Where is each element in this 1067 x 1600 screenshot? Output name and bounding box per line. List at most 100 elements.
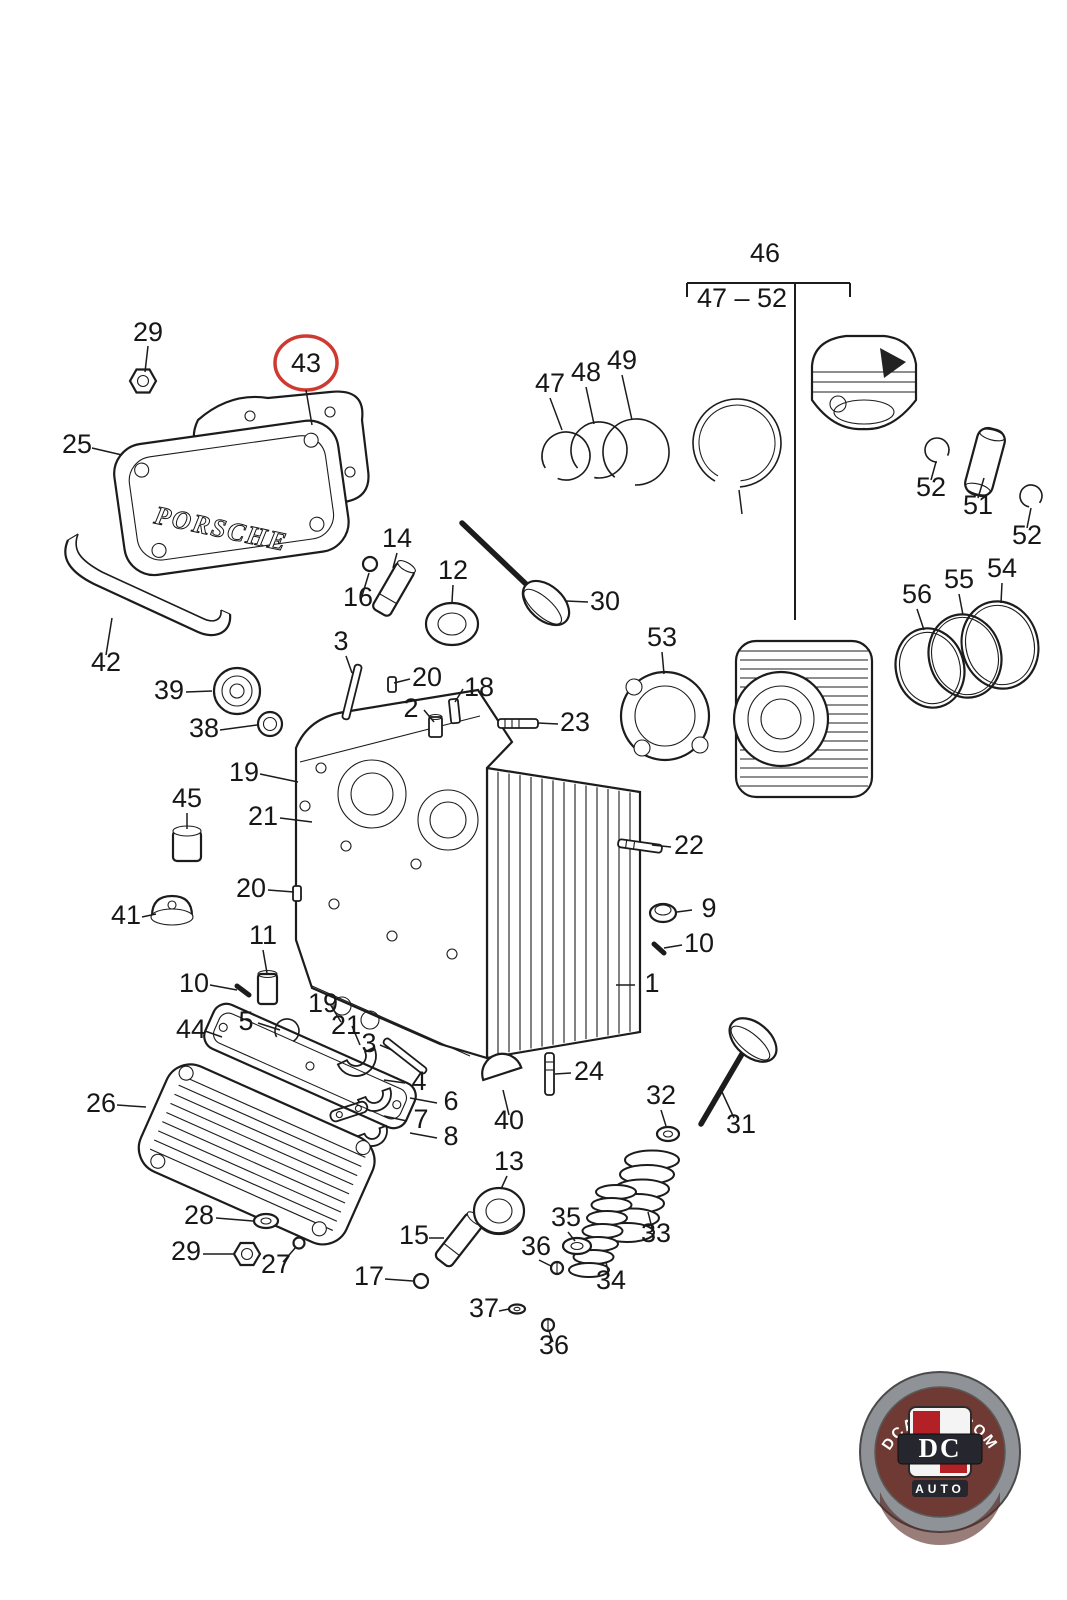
part-label-51: 51 xyxy=(963,490,993,520)
part-label-23: 23 xyxy=(560,707,590,737)
part-label-1: 1 xyxy=(644,968,659,998)
part-label-52: 52 xyxy=(1012,520,1042,550)
part-label-11: 11 xyxy=(249,920,277,950)
group-bracket-46 xyxy=(686,282,851,620)
ring-47 xyxy=(541,431,591,481)
part-label-53: 53 xyxy=(647,622,677,652)
part-label-47: 47 xyxy=(535,368,565,398)
part-label-34: 34 xyxy=(596,1265,626,1295)
part-label-10: 10 xyxy=(684,928,714,958)
stud-23 xyxy=(497,718,539,729)
pin-10-left xyxy=(234,983,252,998)
bushing-45 xyxy=(171,825,203,863)
part-label-41: 41 xyxy=(111,900,141,930)
snap-ring-17 xyxy=(412,1272,430,1290)
part-label-4: 4 xyxy=(411,1066,426,1096)
stud-27 xyxy=(292,1236,306,1250)
part-label-39: 39 xyxy=(154,675,184,705)
ring-38 xyxy=(256,710,284,738)
head-fins xyxy=(497,771,631,1055)
part-label-27: 27 xyxy=(261,1249,291,1279)
leader-lines xyxy=(91,345,1032,1343)
clip-5 xyxy=(274,1018,300,1044)
ring-48 xyxy=(570,421,628,479)
hex-nut-lower xyxy=(232,1241,262,1267)
part-label-5: 5 xyxy=(238,1006,253,1036)
part-label-33: 33 xyxy=(641,1218,671,1248)
part-label-44: 44 xyxy=(176,1014,206,1044)
part-label-7: 7 xyxy=(413,1104,428,1134)
stud-20b xyxy=(292,885,302,902)
piston-rings xyxy=(541,418,670,486)
part-label-19: 19 xyxy=(308,988,338,1018)
retainer-35 xyxy=(561,1236,593,1256)
part-label-22: 22 xyxy=(674,830,704,860)
part-label-37: 37 xyxy=(469,1293,499,1323)
part-label-10: 10 xyxy=(179,968,209,998)
cylinder-seals xyxy=(894,600,1040,709)
plate-7 xyxy=(329,1100,369,1123)
pin-clip-52a xyxy=(924,437,950,463)
cover-fins xyxy=(149,1075,366,1231)
seal-56 xyxy=(894,627,966,709)
stud-22 xyxy=(617,838,663,854)
part-label-3: 3 xyxy=(333,626,348,656)
part-label-21: 21 xyxy=(248,801,278,831)
part-label-17: 17 xyxy=(354,1261,384,1291)
cylinder-gasket-53 xyxy=(619,670,711,762)
intake-valve-30 xyxy=(459,520,571,627)
dowel-2 xyxy=(428,713,443,738)
part-label-2: 2 xyxy=(403,693,418,723)
piston-mark xyxy=(880,348,906,378)
head-studs xyxy=(292,663,663,1096)
gasket-strip-42 xyxy=(64,533,232,637)
plugs-left xyxy=(150,666,284,1006)
part-label-13: 13 xyxy=(494,1146,524,1176)
logo-word-band xyxy=(912,1480,968,1497)
pin-clip-52b xyxy=(1019,484,1043,508)
circlip-50 xyxy=(692,398,782,488)
part-label-55: 55 xyxy=(944,564,974,594)
part-label-54: 54 xyxy=(987,553,1017,583)
part-label-32: 32 xyxy=(646,1080,676,1110)
keeper-32 xyxy=(655,1125,681,1143)
part-label-43: 43 xyxy=(291,348,321,378)
small-parts-right xyxy=(648,902,678,956)
spring-inner-34 xyxy=(568,1184,637,1278)
valve-cover-upper: PORSCHE xyxy=(113,419,350,577)
wrist-pin-51 xyxy=(924,426,1043,508)
part-label-18: 18 xyxy=(464,672,494,702)
part-label-24: 24 xyxy=(574,1056,604,1086)
part-label-14: 14 xyxy=(382,523,412,553)
part-label-42: 42 xyxy=(91,647,121,677)
plug-39 xyxy=(212,666,262,716)
stud-18 xyxy=(448,697,461,725)
part-label-35: 35 xyxy=(551,1202,581,1232)
part-label-36: 36 xyxy=(539,1330,569,1360)
piston xyxy=(810,334,918,431)
part-label-36: 36 xyxy=(521,1231,551,1261)
logo-field-shade xyxy=(880,1492,1000,1545)
part-label-28: 28 xyxy=(184,1200,214,1230)
valve-guide-upper xyxy=(361,555,416,617)
washer-37 xyxy=(507,1303,527,1315)
pin-10-right xyxy=(651,941,667,956)
cap-9 xyxy=(648,902,678,924)
cylinder-barrel xyxy=(732,639,874,799)
exhaust-valve-31 xyxy=(655,1017,778,1143)
part-label-49: 49 xyxy=(607,345,637,375)
halfmoon-40 xyxy=(481,1052,523,1082)
valve-cover-lower xyxy=(137,1063,376,1246)
part-label-16: 16 xyxy=(343,582,373,612)
part-label-15: 15 xyxy=(399,1220,429,1250)
ring-49 xyxy=(602,418,670,486)
seal-55 xyxy=(927,613,1003,699)
stud-24 xyxy=(544,1052,555,1096)
part-label-26: 26 xyxy=(86,1088,116,1118)
fasteners-lower xyxy=(232,1212,306,1267)
part-label-20: 20 xyxy=(236,873,266,903)
